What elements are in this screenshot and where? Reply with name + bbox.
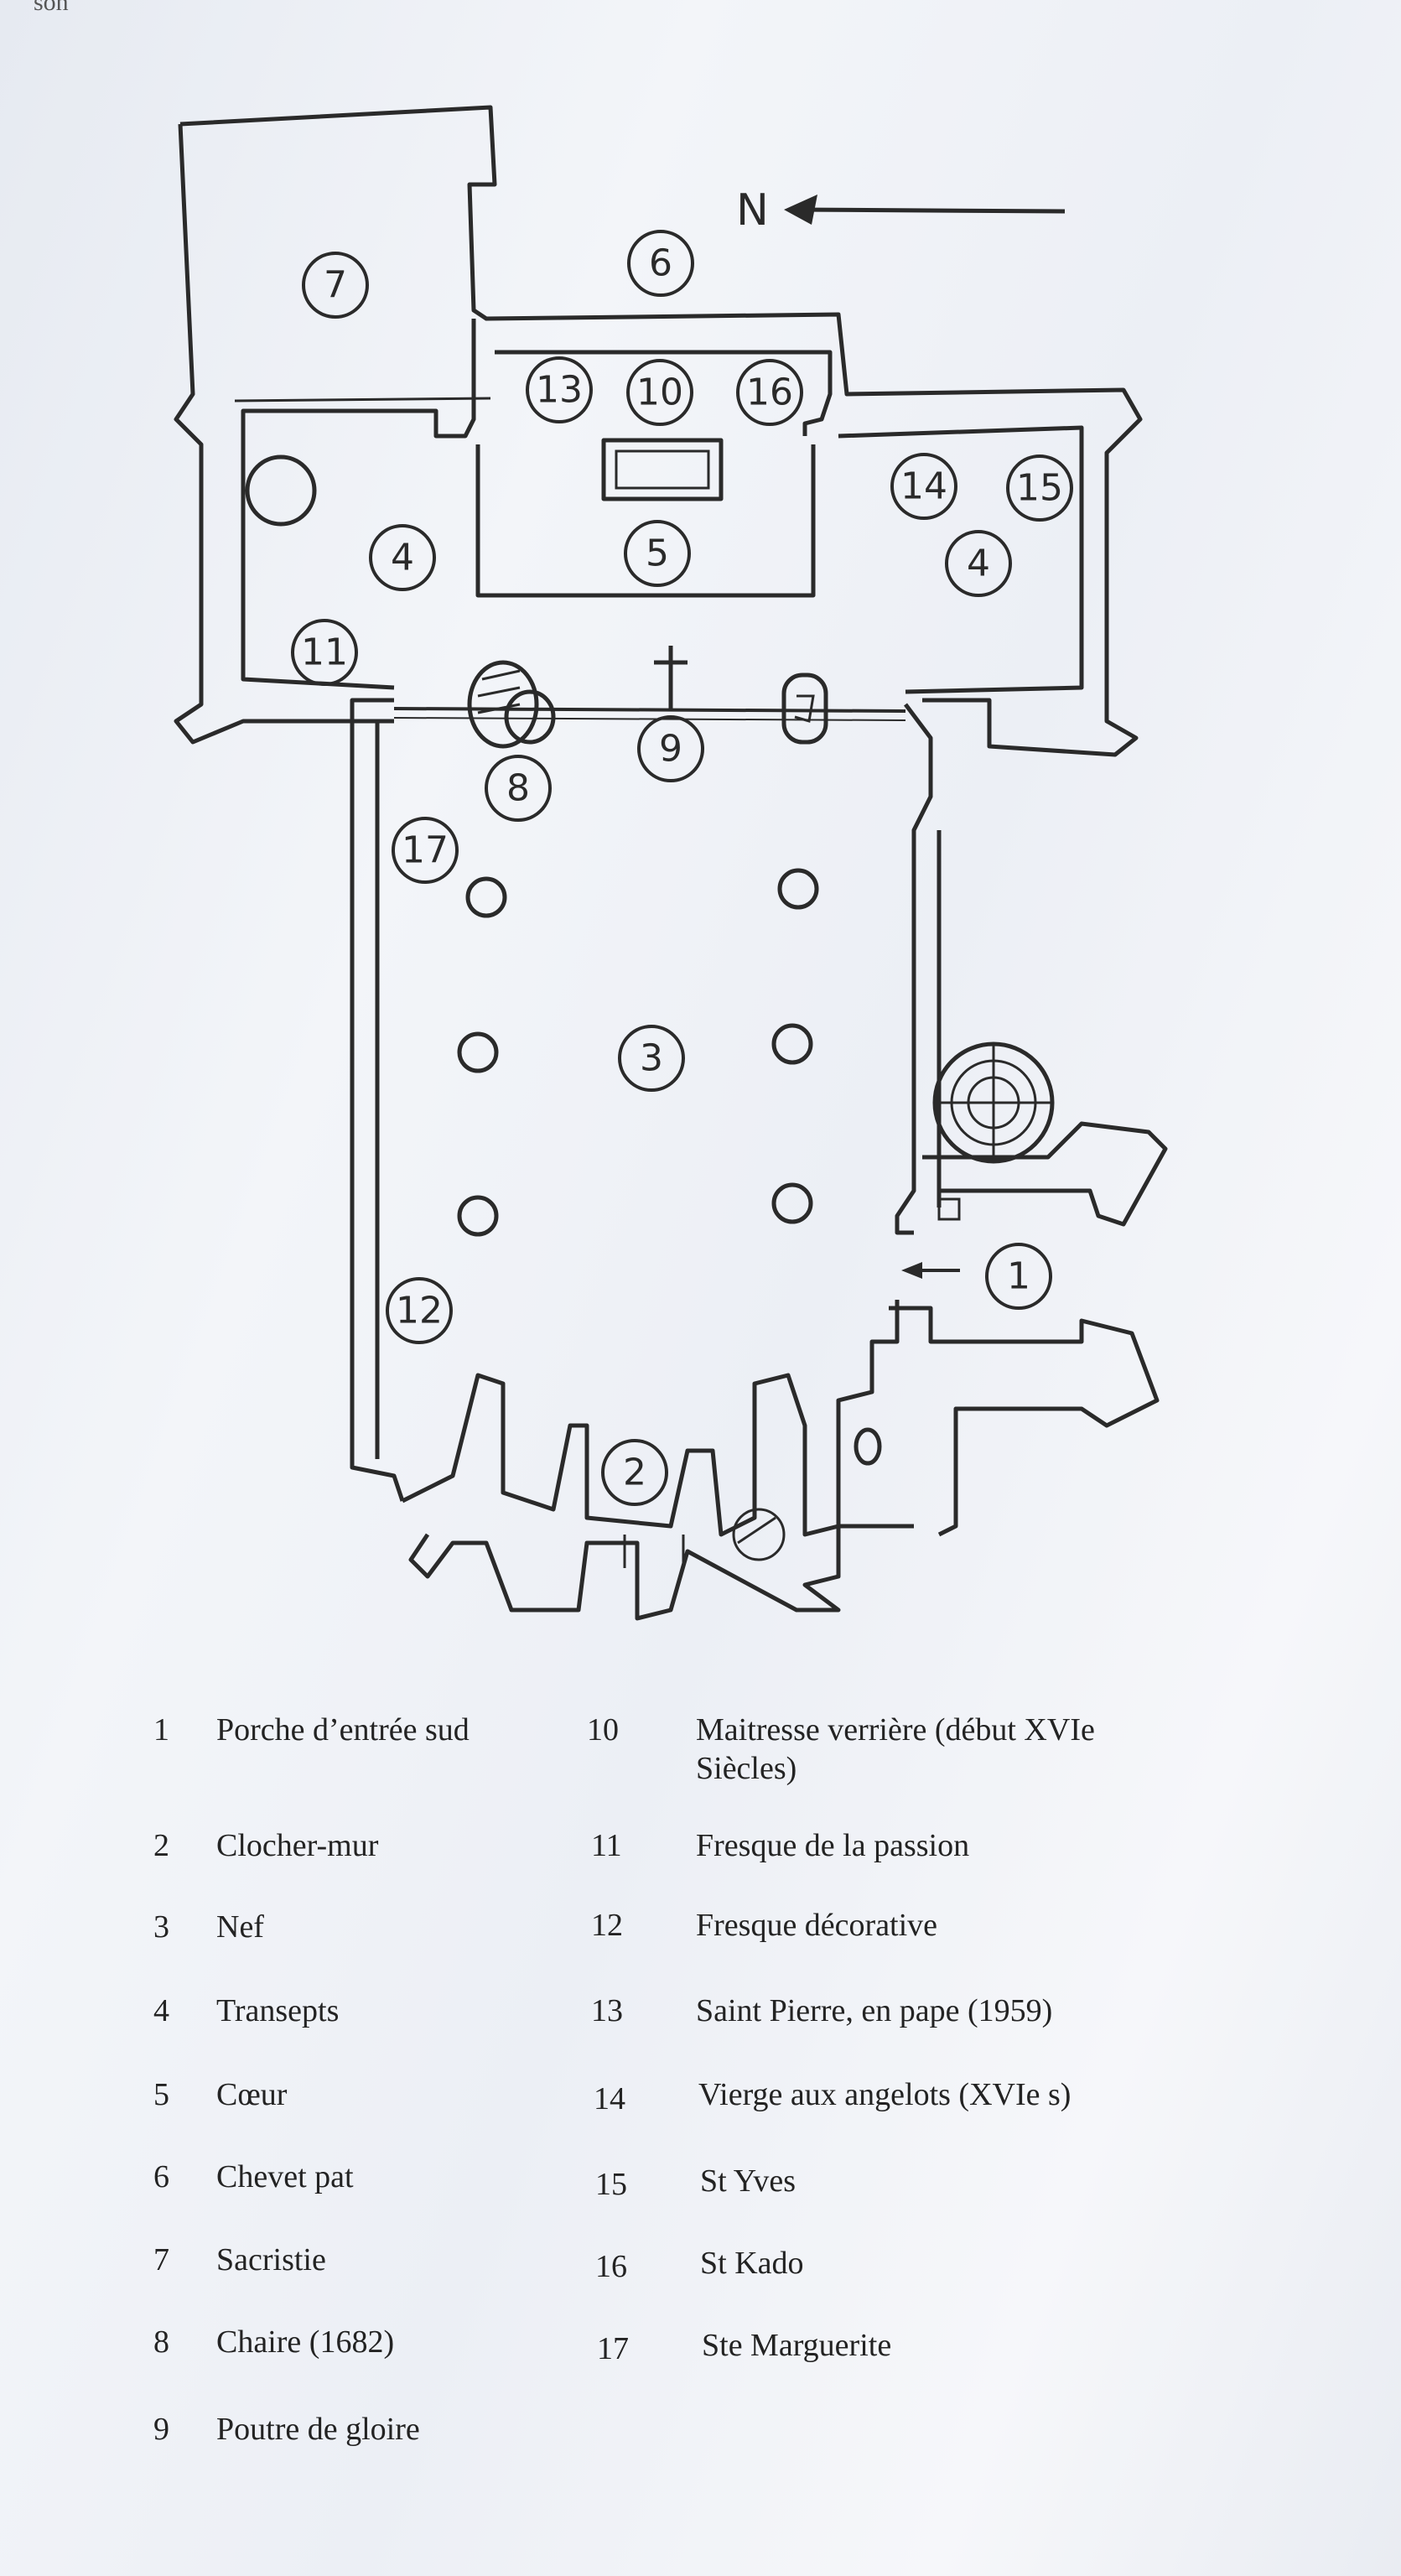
marker-4-left: 4 bbox=[369, 524, 436, 591]
legend-num-15: 15 bbox=[595, 2167, 627, 2202]
legend-label-10: Maitresse verrière (début XVIe Siècles) bbox=[696, 1712, 1095, 1786]
sacristy-outer bbox=[174, 123, 394, 745]
plan-number-markers: 1 2 3 4 4 5 6 7 8 9 10 11 12 13 14 15 16… bbox=[291, 230, 1073, 1506]
svg-text:9: 9 bbox=[659, 728, 682, 771]
svg-text:14: 14 bbox=[900, 465, 947, 508]
lower-porch-wing bbox=[889, 1306, 1160, 1537]
svg-text:3: 3 bbox=[640, 1037, 663, 1080]
legend-num-7: 7 bbox=[153, 2242, 169, 2277]
svg-text:12: 12 bbox=[396, 1290, 443, 1332]
svg-text:17: 17 bbox=[402, 829, 449, 872]
legend-num-10: 10 bbox=[587, 1712, 619, 1748]
marker-16: 16 bbox=[736, 359, 803, 426]
marker-4-right: 4 bbox=[945, 530, 1012, 597]
legend-label-4: Transepts bbox=[216, 1993, 340, 2028]
marker-1: 1 bbox=[985, 1243, 1052, 1310]
legend-num-8: 8 bbox=[153, 2324, 169, 2360]
svg-text:10: 10 bbox=[636, 371, 683, 414]
marker-15: 15 bbox=[1006, 454, 1073, 522]
legend-num-12: 12 bbox=[591, 1908, 623, 1943]
marker-10: 10 bbox=[626, 359, 693, 426]
svg-text:2: 2 bbox=[623, 1452, 646, 1494]
marker-13: 13 bbox=[526, 356, 593, 423]
sacristy-walls bbox=[179, 105, 1143, 757]
marker-9: 9 bbox=[637, 715, 704, 782]
nave-right-wall bbox=[895, 703, 933, 1235]
legend-label-6: Chevet pat bbox=[216, 2159, 354, 2194]
corner-text-fragment: son bbox=[34, 0, 69, 16]
legend-label-3: Nef bbox=[216, 1909, 264, 1945]
spiral-stair bbox=[932, 1041, 1055, 1164]
north-label: N bbox=[736, 185, 769, 236]
legend-num-1: 1 bbox=[153, 1712, 169, 1748]
legend-num-13: 13 bbox=[591, 1993, 623, 2028]
legend-num-16: 16 bbox=[595, 2249, 627, 2284]
legend-label-14: Vierge aux angelots (XVIe s) bbox=[698, 2077, 1072, 2112]
right-transept-walls bbox=[838, 425, 1084, 694]
gloire-beam bbox=[393, 646, 906, 721]
legend-label-17: Ste Marguerite bbox=[702, 2328, 892, 2363]
legend-num-9: 9 bbox=[153, 2412, 169, 2447]
svg-text:4: 4 bbox=[391, 537, 414, 579]
legend-num-17: 17 bbox=[597, 2331, 629, 2366]
svg-text:4: 4 bbox=[967, 543, 990, 585]
legend-label-9: Poutre de gloire bbox=[216, 2412, 420, 2447]
nave-pillars bbox=[457, 868, 819, 1237]
west-front-walls bbox=[401, 1373, 841, 1621]
legend-label-5: Cœur bbox=[216, 2077, 288, 2112]
marker-14: 14 bbox=[890, 453, 957, 520]
north-arrow: N bbox=[736, 185, 1066, 236]
svg-text:1: 1 bbox=[1007, 1255, 1030, 1298]
north-arrow-shaft bbox=[796, 207, 1066, 214]
svg-text:6: 6 bbox=[649, 242, 672, 285]
legend-num-6: 6 bbox=[153, 2159, 169, 2194]
chevet-walls bbox=[241, 319, 476, 690]
porch-wing-walls bbox=[922, 1121, 1168, 1227]
legend-label-11: Fresque de la passion bbox=[696, 1828, 970, 1863]
legend-num-5: 5 bbox=[153, 2077, 169, 2112]
legend-num-3: 3 bbox=[153, 1909, 169, 1945]
bell-stair bbox=[732, 1508, 786, 1561]
marker-11: 11 bbox=[291, 619, 358, 686]
svg-text:16: 16 bbox=[746, 371, 793, 414]
marker-6: 6 bbox=[627, 230, 694, 297]
svg-text:13: 13 bbox=[536, 369, 583, 412]
svg-text:8: 8 bbox=[506, 767, 530, 810]
statue-niche bbox=[781, 673, 828, 745]
legend-label-7: Sacristie bbox=[216, 2242, 326, 2277]
svg-text:7: 7 bbox=[324, 264, 347, 307]
marker-5: 5 bbox=[624, 520, 691, 587]
legend-label-13: Saint Pierre, en pape (1959) bbox=[696, 1993, 1053, 2028]
legend-label-15: St Yves bbox=[700, 2163, 796, 2199]
font-basin bbox=[854, 1427, 882, 1466]
svg-text:5: 5 bbox=[646, 532, 669, 575]
legend-label-1: Porche d’entrée sud bbox=[216, 1712, 470, 1748]
north-arrow-head bbox=[784, 195, 817, 225]
legend-num-14: 14 bbox=[594, 2081, 625, 2116]
legend-num-4: 4 bbox=[153, 1993, 169, 2028]
transept-font bbox=[245, 454, 317, 527]
marker-7: 7 bbox=[302, 252, 369, 319]
marker-12: 12 bbox=[386, 1277, 453, 1344]
marker-2: 2 bbox=[601, 1439, 668, 1506]
pulpit bbox=[467, 660, 556, 749]
legend-label-8: Chaire (1682) bbox=[216, 2324, 395, 2360]
svg-text:15: 15 bbox=[1016, 467, 1063, 510]
marker-3: 3 bbox=[618, 1025, 685, 1092]
choir-walls bbox=[495, 350, 833, 436]
marker-8: 8 bbox=[485, 755, 552, 822]
legend-num-2: 2 bbox=[153, 1828, 169, 1863]
marker-17: 17 bbox=[392, 817, 459, 884]
altar bbox=[601, 438, 724, 501]
svg-text:11: 11 bbox=[301, 631, 348, 674]
legend-label-16: St Kado bbox=[700, 2246, 804, 2281]
legend-num-11: 11 bbox=[591, 1828, 622, 1863]
nave-left-wall bbox=[350, 698, 405, 1502]
choir-box bbox=[475, 444, 816, 598]
legend-label-2: Clocher-mur bbox=[216, 1828, 379, 1863]
legend-label-12: Fresque décorative bbox=[696, 1908, 938, 1943]
